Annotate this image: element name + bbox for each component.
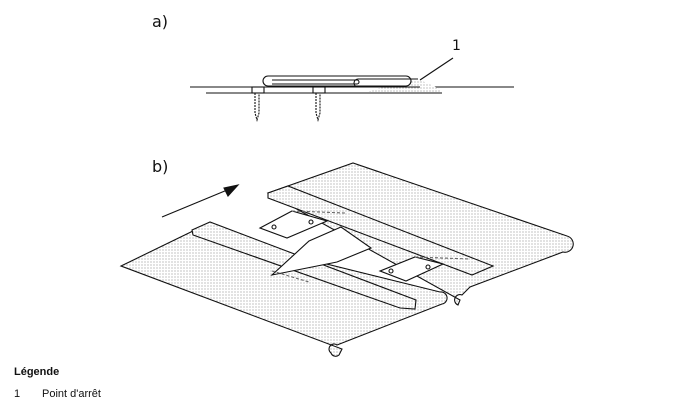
plate <box>258 210 329 239</box>
legend-item-number: 1 <box>14 388 21 400</box>
right-sheet <box>266 162 574 306</box>
section-b-drawing <box>119 162 574 357</box>
nail-icon <box>312 86 326 123</box>
direction-arrow <box>161 184 240 218</box>
plate <box>378 256 445 282</box>
part-a-label: a) <box>152 12 169 31</box>
left-sheet <box>119 230 448 357</box>
part-b-label: b) <box>152 157 169 176</box>
section-a-drawing <box>190 57 514 123</box>
legend-item-text: Point d'arrêt <box>42 388 101 400</box>
plate <box>270 226 373 276</box>
callout-1-label: 1 <box>452 38 461 54</box>
nail-icon <box>251 86 265 123</box>
legend-title: Légende <box>14 366 60 378</box>
legend-item: 1 Point d'arrêt <box>14 388 101 400</box>
right-strip <box>267 185 495 276</box>
